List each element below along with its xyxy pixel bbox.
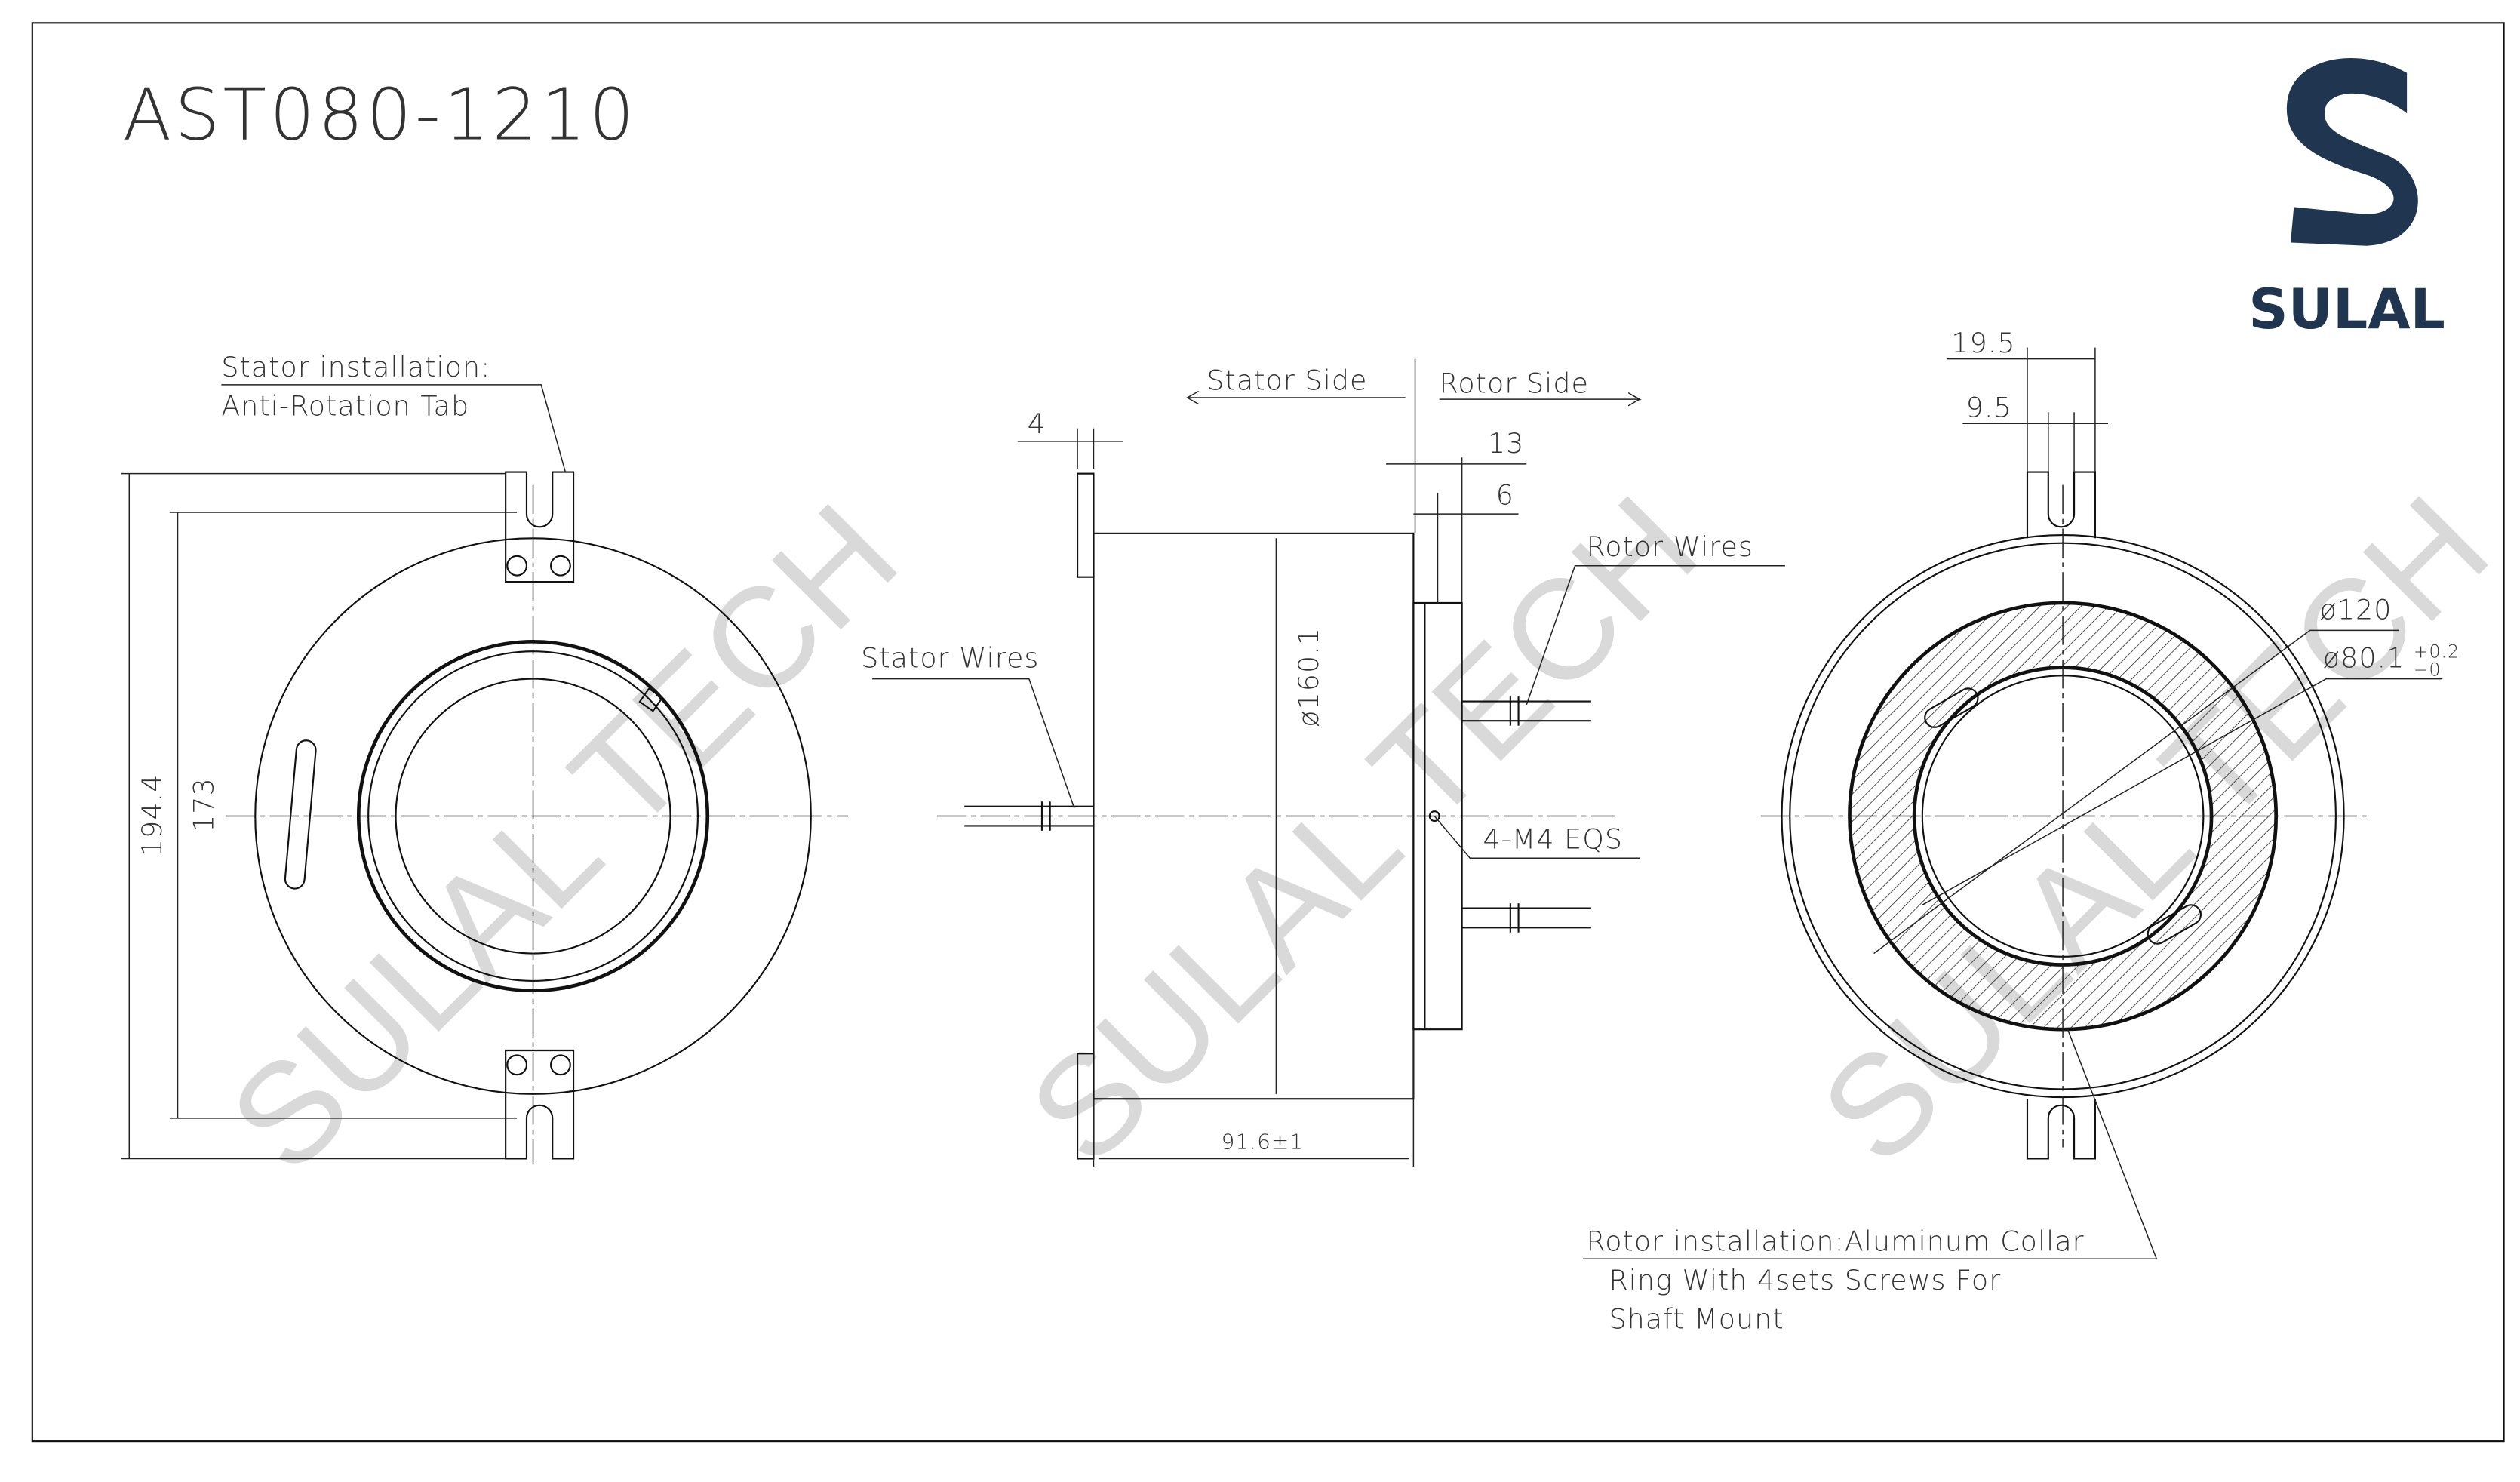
dim-6: 6 (1496, 478, 1514, 511)
stator-callout-line2: Anti-Rotation Tab (221, 390, 469, 423)
dim-9-5: 9.5 (1966, 392, 2012, 424)
dim-91-6: 91.6±1 (1222, 1130, 1304, 1155)
stator-end-view: 194.4 173 Stator installation: Anti-Rota… (121, 351, 849, 1164)
mount-holes-label: 4-M4 EQS (1483, 822, 1623, 855)
drawing-title: AST080-1210 (123, 74, 638, 156)
anti-rotation-tab-bottom (505, 1049, 575, 1160)
rotor-wire-bundle-bottom (1461, 903, 1591, 933)
sulal-logo: SULAL (2248, 57, 2445, 342)
dim-dia-120: ø120 (2320, 593, 2392, 626)
rotor-note-line3: Shaft Mount (1609, 1302, 1784, 1335)
rotor-end-view: 19.5 9.5 ø120 ø80.1 +0.2 −0 Rotor instal… (1583, 327, 2460, 1335)
dim-4: 4 (1028, 407, 1046, 440)
logo-s-icon (2286, 57, 2418, 246)
stator-side-label: Stator Side (1206, 364, 1367, 396)
dim-160-1: ø160.1 (1292, 627, 1325, 727)
anti-rotation-tab-top (505, 471, 575, 583)
tol-plus: +0.2 (2414, 641, 2460, 663)
dim-13: 13 (1488, 427, 1524, 460)
rotor-note-line2: Ring With 4sets Screws For (1609, 1264, 2001, 1296)
dim-dia-80: ø80.1 (2323, 642, 2405, 675)
logo-text: SULAL (2248, 278, 2445, 342)
dim-19-5: 19.5 (1951, 327, 2015, 359)
side-view: Stator Side Rotor Side 4 13 6 ø160.1 91.… (861, 358, 1785, 1167)
dim-173: 173 (188, 777, 220, 832)
stator-wires-label: Stator Wires (861, 642, 1039, 675)
dim-194-4: 194.4 (136, 774, 168, 857)
stator-callout-line1: Stator installation: (221, 351, 490, 383)
drawing-border (31, 22, 2505, 1443)
rotor-wires-label: Rotor Wires (1586, 530, 1753, 563)
rotor-note-line1: Rotor installation:Aluminum Collar (1586, 1225, 2084, 1257)
rotor-wire-bundle-top (1461, 696, 1591, 726)
rotor-side-label: Rotor Side (1440, 367, 1589, 400)
collar-ring-hatch (1849, 602, 2276, 1030)
stator-wire-bundle (964, 801, 1094, 831)
tol-minus: −0 (2414, 659, 2442, 680)
